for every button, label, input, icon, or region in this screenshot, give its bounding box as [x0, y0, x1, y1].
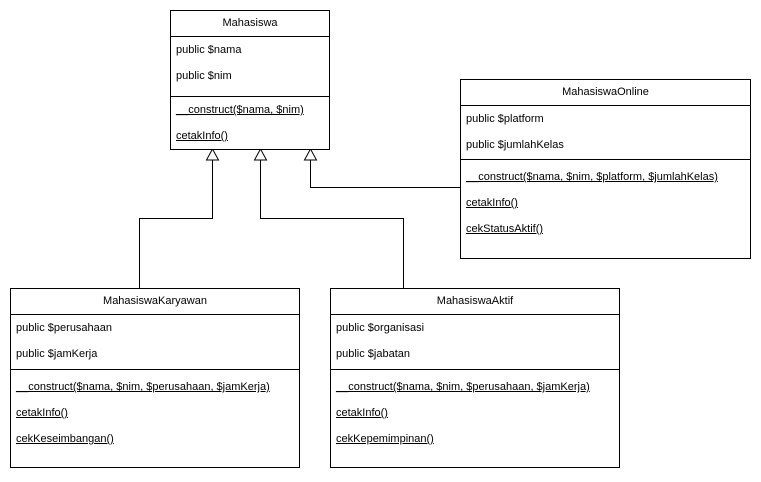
attribute: public $perusahaan [16, 322, 113, 334]
class-mahasiswa-online[interactable]: MahasiswaOnline public $platform public … [460, 79, 751, 259]
method: cekKeseimbangan() [16, 433, 114, 445]
attributes-section: public $organisasi public $jabatan [331, 315, 619, 370]
attributes-section: public $platform public $jumlahKelas [461, 106, 750, 160]
attributes-section: public $nama public $nim [171, 37, 329, 97]
method: __construct($nama, $nim) [176, 104, 304, 116]
methods-section: __construct($nama, $nim, $perusahaan, $j… [11, 370, 299, 452]
attribute: public $platform [466, 113, 544, 125]
class-name: Mahasiswa [171, 11, 329, 37]
attributes-section: public $perusahaan public $jamKerja [11, 315, 299, 370]
method: __construct($nama, $nim, $platform, $jum… [466, 171, 718, 183]
attribute: public $jamKerja [16, 348, 98, 360]
methods-section: __construct($nama, $nim, $perusahaan, $j… [331, 370, 619, 452]
method: cetakInfo() [336, 407, 388, 419]
edge-karyawan-to-mahasiswa [139, 160, 213, 288]
class-mahasiswa[interactable]: Mahasiswa public $nama public $nim __con… [170, 10, 330, 150]
method: cetakInfo() [176, 130, 228, 142]
methods-section: __construct($nama, $nim) cetakInfo() [171, 97, 329, 149]
method: cekStatusAktif() [466, 223, 544, 235]
methods-section: __construct($nama, $nim, $platform, $jum… [461, 160, 750, 242]
method: __construct($nama, $nim, $perusahaan, $j… [336, 381, 590, 393]
arrowhead-aktif [253, 147, 268, 161]
method: __construct($nama, $nim, $perusahaan, $j… [16, 381, 270, 393]
edge-aktif-to-mahasiswa [260, 160, 404, 288]
attribute: public $organisasi [336, 322, 425, 334]
class-name: MahasiswaKaryawan [11, 289, 299, 315]
attribute: public $nim [176, 70, 232, 82]
arrowhead-karyawan [205, 147, 220, 161]
method: cekKepemimpinan() [336, 433, 434, 445]
edge-online-to-mahasiswa [310, 160, 460, 188]
attribute: public $nama [176, 44, 242, 56]
class-name: MahasiswaOnline [461, 80, 750, 106]
attribute: public $jumlahKelas [466, 139, 564, 151]
arrowhead-online [303, 147, 318, 161]
method: cetakInfo() [466, 197, 518, 209]
class-name: MahasiswaAktif [331, 289, 619, 315]
attribute: public $jabatan [336, 348, 411, 360]
method: cetakInfo() [16, 407, 68, 419]
class-mahasiswa-karyawan[interactable]: MahasiswaKaryawan public $perusahaan pub… [10, 288, 300, 468]
class-mahasiswa-aktif[interactable]: MahasiswaAktif public $organisasi public… [330, 288, 620, 468]
